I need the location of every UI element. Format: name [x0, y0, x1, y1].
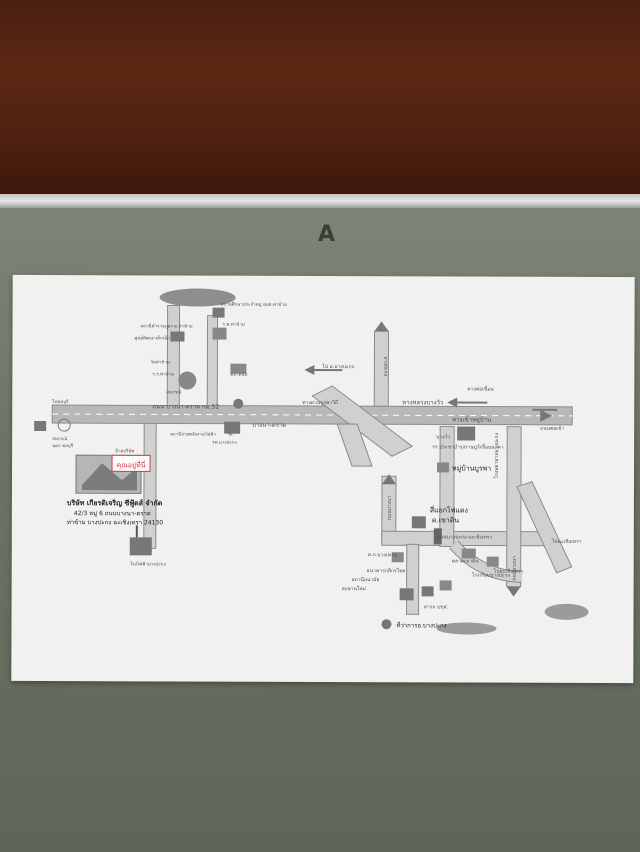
school-right-icon: [457, 426, 476, 441]
lamp-icon: [233, 398, 244, 409]
label-bottom-left: โรงไฟฟ้าบางปะกง: [130, 560, 166, 567]
label-market: ตลาดเขาดิน: [452, 557, 480, 564]
road-center-north: [373, 330, 390, 407]
label-center-top: ไป อ.บางปะกง: [321, 363, 354, 370]
cloud-top-left: [159, 288, 236, 307]
road-to-hospital: [406, 543, 420, 615]
map-drawing: คุณอยู่ที่นี่ ถนน บางนา-ตราด กม.52 บางนา…: [34, 288, 589, 635]
village-icon: [437, 462, 450, 473]
ramp-south: [336, 423, 373, 467]
road-right-center: [439, 425, 455, 547]
shop-icon: [230, 363, 247, 374]
junction-icon: [411, 516, 426, 529]
traffic-light-icon: [433, 528, 442, 545]
road-right-bottom-label: ทางเข้าหมู่บ้าน: [452, 416, 491, 423]
overpass-ramp: [311, 385, 414, 457]
bus-icon: [421, 586, 434, 597]
label-landmark-1: ป้ายบริษัท: [115, 448, 134, 454]
label-temple-right: โรงพยาบาลบางปะกง: [493, 432, 500, 478]
police-badge-icon: [178, 371, 197, 390]
label-junction-2: ต.เขาดิน: [432, 516, 459, 524]
label-dist: สถานีอนามัย: [352, 576, 380, 583]
road-curve-fill: [449, 541, 522, 582]
road-right-top-label: ทางหลวงบางวัว: [402, 399, 443, 406]
main-highway: [51, 404, 573, 426]
label-bus: ท่ารถ บขส.: [424, 604, 449, 610]
label-left-edge-2: สหกรณ์: [52, 435, 67, 442]
label-police: ส.ภ.บางปะกง: [368, 552, 398, 558]
label-left-edge-3: นคร ชลบุรี: [52, 443, 74, 449]
company-pin-label: คุณอยู่ที่นี่: [117, 460, 146, 469]
label-road-h1: ถนนบางปะกง-ฉะเชิงเทรา: [437, 533, 493, 540]
label-school-left: ร.ร.ท่าข้าม: [152, 371, 174, 377]
arrow-right-highway: [540, 409, 553, 422]
company-pin-box: [111, 454, 151, 472]
label-road-v2: บางปะกง: [382, 356, 388, 376]
label-center-2: ทางด่วนบูรพาวิถี: [302, 399, 338, 406]
road-left-south: [143, 422, 157, 549]
road-main-bottom-label: บางนา-ตราด: [252, 422, 286, 429]
label-shop-1: สถานศึกษาประจำหมู่ อบต.ท่าข้าม: [221, 301, 287, 308]
label-bank: ธนาคารกสิกรไทย: [367, 567, 406, 574]
label-school-right: รร.ประชาบำรุงราษฎร์เขื่อนนาคา: [432, 443, 504, 450]
map-paper: คุณอยู่ที่นี่ ถนน บางนา-ตราด กม.52 บางนา…: [11, 274, 635, 684]
label-hospital: ที่ว่าการอ.บางปะกง: [396, 621, 446, 629]
arrow-down-right: [506, 586, 521, 597]
glass-reflection-mark: A: [318, 222, 338, 247]
left-sign-icon: [34, 420, 47, 432]
hospital-pin-icon: [381, 619, 392, 630]
building-icon-3: [212, 327, 227, 340]
label-village: หมู่บ้านบูรพา: [452, 464, 491, 472]
wooden-surface: [0, 0, 640, 200]
road-diagonal-right: [516, 481, 573, 574]
label-left-edge-1: ไปชลบุรี: [51, 399, 69, 405]
glass-edge: [0, 194, 640, 208]
arrow-up-south: [381, 474, 396, 485]
road-left-north: [166, 304, 181, 406]
label-lamp: วัด: [227, 432, 233, 438]
label-temple-3: วัดท่าข้าม: [150, 359, 170, 365]
label-temple-2: ศูนย์พัฒนาเด็กเล็ก: [134, 333, 170, 341]
power-plant-icon: [129, 537, 152, 556]
temple-right-icon: [461, 548, 476, 559]
label-landmark-3: รพ.บางปะกง: [212, 440, 237, 446]
label-shop-2: ร.พ.ท่าข้าม: [223, 322, 245, 328]
label-road-v1: ถนนบางนา: [387, 496, 393, 521]
label-top-right-2: ถนนต่อเข้า: [540, 425, 564, 432]
label-temple-1: สถานีตำรวจภูธร ต.ท่าข้าม: [141, 322, 193, 329]
station-icon: [224, 421, 241, 434]
factory-silhouette: [81, 463, 138, 491]
arrow-up-center: [374, 321, 389, 332]
left-logo-icon: [57, 418, 71, 432]
label-bridge: สะพานใหม่: [342, 585, 366, 592]
label-road-h2: ไปฉะเชิงเทรา: [493, 568, 524, 575]
label-landmark-2: สถานีจ่ายพลังงานไฟฟ้า: [170, 431, 216, 437]
label-road-v3: ไปฉะเชิงเทรา: [551, 538, 582, 545]
building-icon-2: [212, 307, 225, 318]
label-bangwua: บางวัว: [436, 434, 450, 440]
label-top-right-1: ทางต่อเขื่อน: [467, 386, 494, 393]
main-highway-centerline: [52, 413, 573, 417]
arrow-top-right-head: [447, 397, 458, 408]
label-junction-1: สี่แยกไฟแดง: [430, 505, 468, 514]
building-icon-1: [170, 331, 185, 342]
label-school-2: โรงเรียนบางปะกง: [472, 572, 511, 579]
cloud-bottom-center: [436, 622, 497, 635]
label-company-sign: สหกรณ์: [166, 388, 181, 395]
label-road-v4: ถนนบางนา: [512, 556, 518, 581]
school-2-icon: [439, 580, 452, 591]
bank-icon: [391, 552, 404, 563]
company-name: บริษัท เกียรติเจริญ ซีฟู้ดส์ จำกัด: [67, 498, 163, 508]
hospital-right-icon: [486, 556, 499, 567]
label-factory-left: ตลาดนัด: [230, 372, 247, 378]
company-address-1: 42/3 หมู่ 6 ถนนบางนา-ตราด: [74, 510, 151, 517]
arrow-left-head: [304, 364, 315, 375]
company-address-2: ท่าข้าม บางปะกง ฉะเชิงเทรา 24130: [67, 519, 163, 526]
market-icon: [399, 588, 414, 601]
road-main-top-label: ถนน บางนา-ตราด กม.52: [152, 403, 219, 410]
cloud-bottom-right: [544, 603, 589, 620]
